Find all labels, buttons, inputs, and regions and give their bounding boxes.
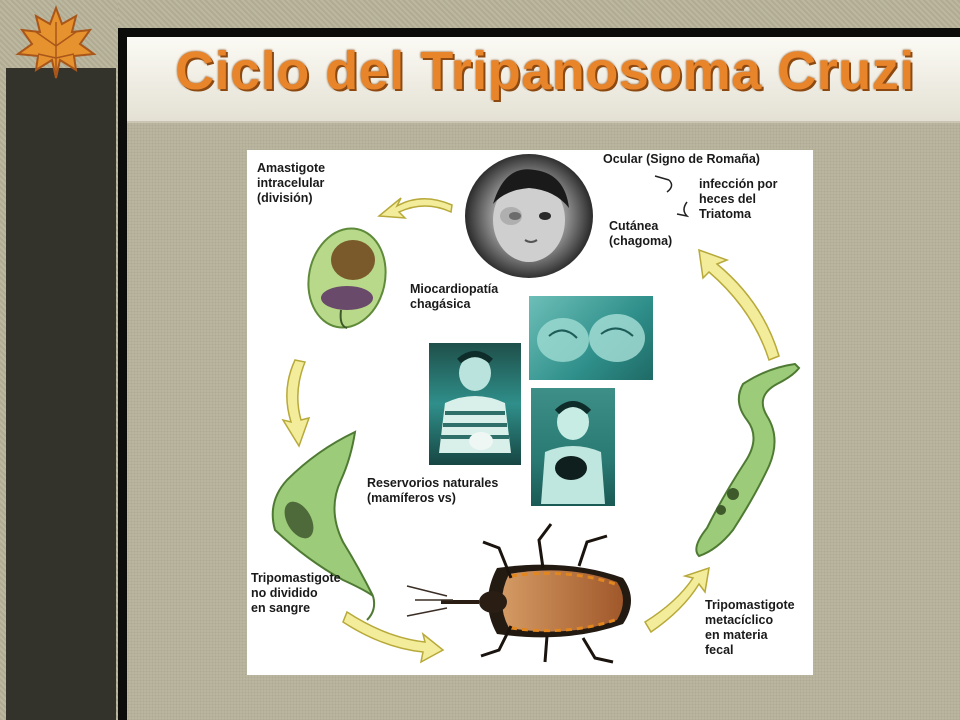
- label-tripomastigote-blood: Tripomastigote no dividido en sangre: [251, 571, 341, 616]
- label-tripo-meta-line3: en materia: [705, 628, 768, 642]
- label-amastigote: Amastigote intracelular (división): [257, 161, 325, 206]
- triatoma-bug-illustration: [406, 523, 631, 664]
- man-with-animal-photo: [429, 343, 521, 465]
- arrow-blood-to-bug: [342, 610, 445, 664]
- label-cutanea: Cutánea (chagoma): [609, 219, 672, 249]
- label-miocardiopatia-line2: chagásica: [410, 297, 471, 311]
- label-infeccion-line2: heces del: [699, 192, 756, 206]
- metacyclic-tripomastigote-illustration: [695, 362, 801, 558]
- label-infeccion: infección por heces del Triatoma: [699, 177, 777, 222]
- label-reservorios-line1: Reservorios naturales: [367, 476, 499, 490]
- label-tripo-blood-line2: no dividido: [251, 586, 318, 600]
- top-texture-band: [0, 0, 960, 28]
- label-infeccion-line1: infección por: [699, 177, 778, 191]
- label-cutanea-line1: Cutánea: [609, 219, 659, 233]
- label-miocardiopatia: Miocardiopatía chagásica: [410, 282, 498, 312]
- pointer-arrows: [654, 175, 690, 218]
- label-amastigote-line2: intracelular: [257, 176, 325, 190]
- label-amastigote-line1: Amastigote: [257, 161, 326, 175]
- label-miocardiopatia-line1: Miocardiopatía: [410, 282, 499, 296]
- title-bar: [127, 37, 960, 123]
- life-cycle-diagram: Amastigote intracelular (división) Ocula…: [247, 150, 813, 675]
- amastigote-cell-illustration: [307, 227, 387, 329]
- label-cutanea-line2: (chagoma): [609, 234, 673, 248]
- label-ocular: Ocular (Signo de Romaña): [603, 152, 760, 167]
- label-tripo-meta-line1: Tripomastigote: [705, 598, 795, 612]
- label-tripo-meta-line4: fecal: [705, 643, 734, 657]
- diagram-graphics: [271, 175, 801, 664]
- label-tripomastigote-metacyclic: Tripomastigote metacíclico en materia fe…: [705, 598, 795, 658]
- child-face-photo: [465, 154, 593, 278]
- label-tripo-blood-line3: en sangre: [251, 601, 311, 615]
- blood-tripomastigote-illustration: [271, 430, 376, 621]
- arrow-to-amastigote: [377, 197, 453, 219]
- arrow-metacyclic-to-infection: [698, 248, 780, 361]
- label-reservorios: Reservorios naturales (mamíferos vs): [367, 476, 498, 506]
- heart-specimen-photo: [529, 296, 653, 380]
- label-reservorios-line2: (mamíferos vs): [367, 491, 456, 505]
- child-with-animal-photo: [531, 388, 615, 506]
- label-tripo-blood-line1: Tripomastigote: [251, 571, 341, 585]
- arrow-bug-to-metacyclic: [643, 566, 710, 634]
- label-tripo-meta-line2: metacíclico: [705, 613, 774, 627]
- label-amastigote-line3: (división): [257, 191, 313, 205]
- slide-title: Ciclo del Tripanosoma Cruzi: [175, 41, 915, 101]
- arrow-amastigote-to-tripomastigote: [281, 359, 311, 448]
- label-ocular-text: Ocular (Signo de Romaña): [603, 152, 760, 166]
- label-infeccion-line3: Triatoma: [699, 207, 752, 221]
- dark-sidebar-column: [6, 68, 116, 720]
